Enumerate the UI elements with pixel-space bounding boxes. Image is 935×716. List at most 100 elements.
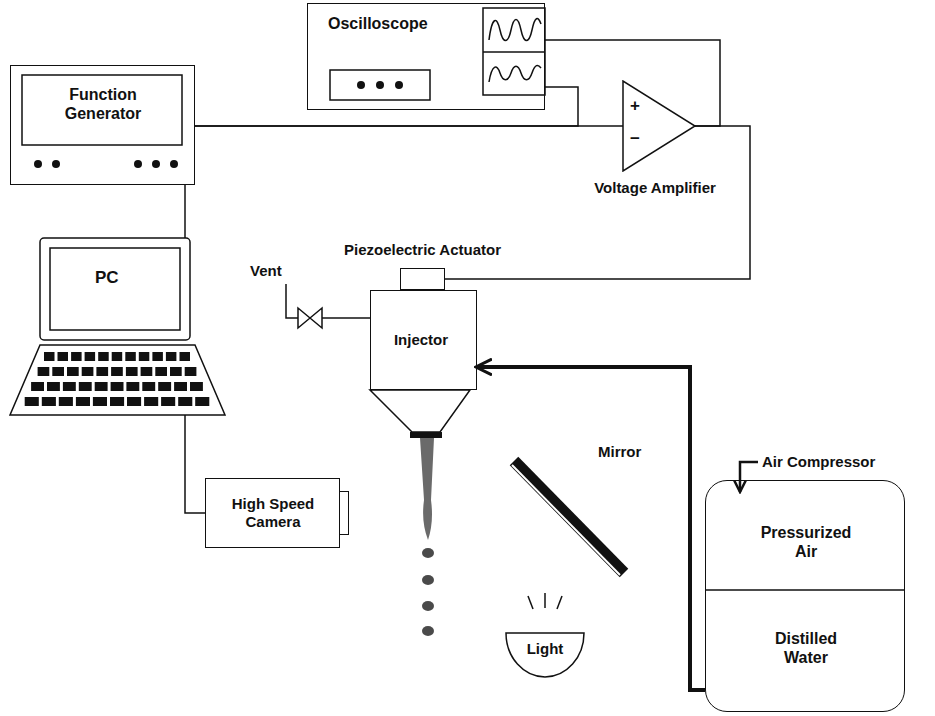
drawing-rect — [85, 352, 96, 361]
drawing-rect — [58, 352, 69, 361]
node-label: PC — [95, 268, 119, 288]
supply-pipe — [477, 367, 705, 690]
drawing-line — [322, 317, 370, 319]
drawing-rect — [82, 367, 94, 376]
drawing-rect — [170, 367, 182, 376]
function-generator-box: Function Generator — [10, 65, 195, 185]
drawing-rect — [158, 382, 171, 391]
drawing-rect — [112, 352, 123, 361]
camera-lens — [339, 491, 349, 535]
node-label: Piezoelectric Actuator — [344, 241, 501, 259]
node-label: Pressurized Air — [751, 523, 861, 561]
drawing-rect — [410, 432, 442, 438]
drawing-g — [25, 352, 210, 406]
drawing-line — [528, 596, 533, 609]
drawing-rect — [38, 367, 50, 376]
drawing-polygon — [10, 345, 225, 415]
drawing-rect — [50, 248, 180, 330]
drawing-rect — [42, 397, 56, 406]
drawing-ellipse — [422, 601, 434, 611]
drawing-rect — [483, 8, 545, 95]
node-label: Function Generator — [53, 85, 153, 123]
drawing-rect — [142, 382, 155, 391]
drawing-rect — [125, 352, 136, 361]
amplifier-triangle — [622, 80, 696, 172]
drawing-rect — [67, 367, 79, 376]
drawing-rect — [126, 382, 139, 391]
amplifier-outline — [623, 81, 695, 171]
signal-wire — [184, 185, 186, 238]
piezoelectric-actuator: Piezoelectric Actuator — [400, 268, 445, 290]
minus-terminal: − — [630, 129, 640, 148]
drawing-rect — [195, 397, 209, 406]
drawing-rect — [330, 70, 430, 100]
drawing-rect — [71, 352, 82, 361]
drawing-rect — [93, 397, 107, 406]
signal-wire — [545, 40, 720, 126]
drawing-rect — [155, 367, 167, 376]
signal-wire — [185, 415, 205, 513]
drawing-rect — [63, 382, 76, 391]
drawing-rect — [40, 238, 190, 340]
drawing-rect — [166, 352, 177, 361]
drawing-rect — [161, 397, 175, 406]
drawing-line — [512, 465, 620, 575]
drawing-rect — [98, 352, 109, 361]
node-label: Distilled Water — [751, 629, 861, 667]
drawing-rect — [111, 382, 124, 391]
drawing-path — [489, 65, 541, 82]
drawing-line — [557, 596, 562, 609]
mirror-label: Mirror — [598, 443, 641, 461]
drawing-ellipse — [422, 548, 434, 558]
drawing-rect — [144, 397, 158, 406]
drawing-circle — [34, 160, 42, 168]
node-label: High Speed Camera — [223, 495, 323, 531]
signal-wire — [195, 87, 578, 126]
drawing-rect — [76, 397, 90, 406]
drawing-rect — [139, 352, 150, 361]
drawing-polygon — [370, 390, 470, 432]
drawing-rect — [22, 75, 182, 145]
drawing-rect — [79, 382, 92, 391]
drawing-rect — [96, 367, 108, 376]
node-label: Injector — [371, 331, 471, 349]
drawing-rect — [59, 397, 73, 406]
drawing-rect — [110, 397, 124, 406]
drawing-rect — [52, 367, 64, 376]
drawing-rect — [185, 367, 197, 376]
pc-laptop: PC — [10, 238, 225, 415]
drawing-rect — [95, 382, 108, 391]
drawing-polygon — [298, 308, 322, 328]
drawing-rect — [126, 367, 138, 376]
water-tank: Pressurized AirDistilled Water — [705, 480, 905, 712]
drawing-ellipse — [422, 626, 434, 636]
injector-body: Injector — [370, 290, 477, 390]
node-label: Oscilloscope — [328, 14, 428, 33]
drawing-rect — [174, 382, 187, 391]
drawing-circle — [357, 81, 365, 89]
drawing-line — [544, 593, 546, 608]
drawing-circle — [134, 160, 142, 168]
drawing-circle — [395, 81, 403, 89]
drawing-path — [420, 438, 434, 540]
drawing-polyline — [740, 462, 758, 492]
drawing-circle — [152, 160, 160, 168]
drawing-rect — [111, 367, 123, 376]
drawing-rect — [190, 382, 203, 391]
drawing-circle — [170, 160, 178, 168]
drawing-rect — [47, 382, 60, 391]
plus-terminal: + — [630, 96, 640, 115]
drawing-line — [483, 51, 545, 53]
drawing-rect — [127, 397, 141, 406]
drawing-rect — [25, 397, 39, 406]
drawing-rect — [141, 367, 153, 376]
drawing-rect — [44, 352, 55, 361]
drawing-rect — [178, 397, 192, 406]
drawing-circle — [376, 81, 384, 89]
voltage-amplifier: Voltage Amplifier — [600, 78, 710, 203]
drawing-rect — [180, 352, 191, 361]
drawing-rect — [152, 352, 163, 361]
vent-label: Vent — [250, 262, 282, 280]
drawing-ellipse — [422, 575, 434, 585]
high-speed-camera-box: High Speed Camera — [205, 478, 340, 548]
